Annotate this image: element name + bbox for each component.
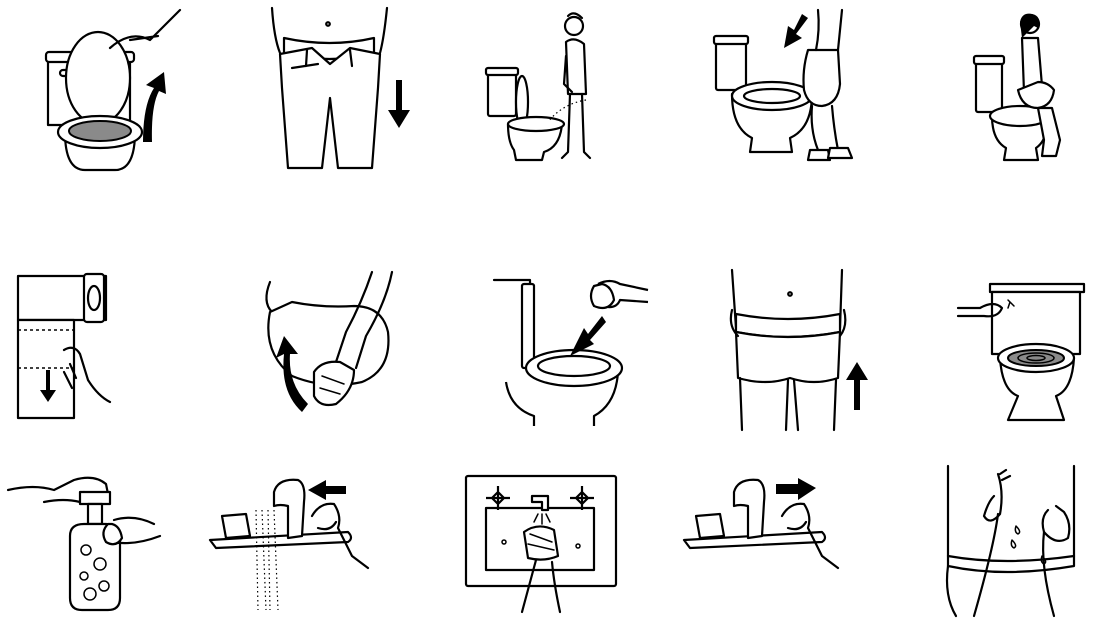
throw-paper-in-toilet-icon bbox=[490, 272, 650, 427]
lift-toilet-lid-icon bbox=[40, 10, 170, 170]
pump-soap-icon bbox=[4, 468, 164, 613]
dry-hands-on-towel-icon bbox=[944, 466, 1094, 616]
sit-on-toilet-icon bbox=[972, 12, 1082, 167]
wash-hands-icon bbox=[462, 472, 620, 614]
pull-pants-up-icon bbox=[722, 270, 872, 430]
turn-off-faucet-icon bbox=[682, 476, 842, 616]
wipe-bottom-icon bbox=[262, 272, 402, 422]
sit-down-on-toilet-icon bbox=[712, 10, 862, 165]
turn-on-faucet-icon bbox=[208, 476, 368, 616]
urinate-standing-icon bbox=[482, 12, 612, 162]
pull-pants-down-icon bbox=[262, 8, 412, 168]
flush-toilet-icon bbox=[958, 278, 1088, 428]
tear-toilet-paper-icon bbox=[14, 272, 114, 422]
